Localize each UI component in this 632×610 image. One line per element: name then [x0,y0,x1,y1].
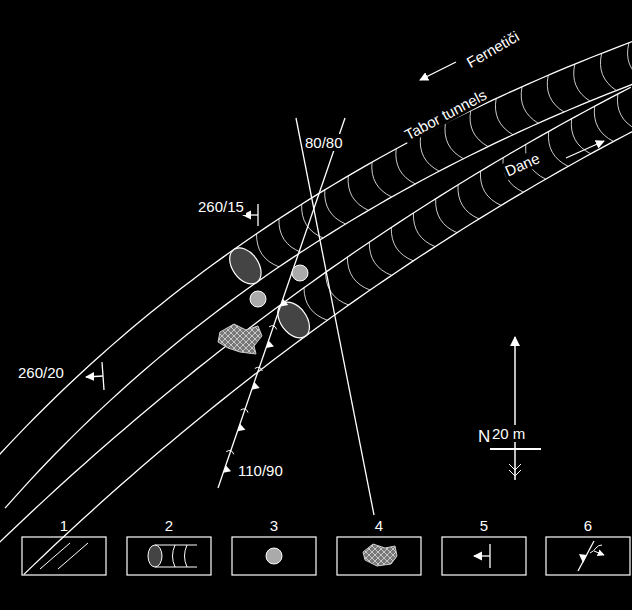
excavation-ring [548,131,568,166]
legend-number: 3 [259,517,289,534]
scale-label: 20 m [490,425,527,442]
legend-number: 4 [364,517,394,534]
thrust-tooth [252,382,260,390]
excavation-ring [445,123,463,159]
excavation-ring [413,213,435,247]
excavation-ring [396,149,415,184]
place-name: Dane [501,149,544,181]
dip-label: 260/20 [16,364,66,381]
excavation-ring [436,199,457,233]
place-name: Fernetiči [462,26,524,71]
legend-box [442,537,526,575]
excavation-ring [372,162,392,197]
tunnel-face [271,296,316,344]
excavation-ring [420,136,439,171]
legend-rock [363,544,397,566]
borehole [292,265,308,281]
thrust-tooth [237,424,245,432]
excavation-ring [257,234,280,267]
excavation-ring [574,64,590,101]
legend-number: 5 [469,517,499,534]
legend-face [148,545,162,567]
legend-box [232,537,316,575]
legend-box [546,537,630,575]
legend-box [127,537,211,575]
excavation-ring [480,171,501,205]
thrust-tooth [266,340,274,348]
legend-borehole [266,548,282,564]
thrust-tooth [223,465,231,473]
dip-label: 260/15 [196,198,246,215]
excavation-ring [325,190,346,224]
excavation-ring [594,106,613,141]
legend-fault [578,541,594,571]
excavation-ring [470,111,488,147]
thrust-tooth [280,299,288,307]
excavation-ring [458,185,479,219]
fault-line [218,118,345,488]
tunnel-wall [5,79,632,508]
slip-mark [226,450,234,454]
fault-line [296,118,374,515]
excavation-ring [369,242,391,275]
excavation-ring [521,87,538,124]
legend-number: 1 [49,517,79,534]
borehole [250,291,266,307]
excavation-ring [628,43,632,80]
tunnel-wall [0,87,631,545]
excavation-ring [495,98,513,134]
excavation-ring [279,219,301,252]
fault-orientation: 80/80 [303,134,345,151]
slip-mark [255,367,263,371]
excavation-ring [600,53,616,90]
direction-arrow [420,62,456,80]
excavation-ring [547,75,564,112]
north-arrow [514,337,516,480]
direction-arrow [566,141,604,158]
excavation-ring [302,204,323,238]
tunnel-wall [24,123,632,575]
north-feather [509,464,521,476]
legend-number: 2 [154,517,184,534]
excavation-ring [304,288,327,320]
slip-mark [241,409,249,413]
legend-box [22,537,106,575]
slip-mark [269,326,277,330]
legend-tunnel [40,543,88,569]
fault-orientation: 110/90 [236,462,285,479]
legend-number: 6 [573,517,603,534]
excavation-ring [391,227,413,260]
legend-dip [474,555,490,556]
legend-arrow [594,551,604,555]
excavation-ring [347,257,370,290]
legend-box [337,537,421,575]
tunnel-face [223,242,267,290]
excavation-ring [348,176,368,211]
excavation-ring [617,94,632,129]
dip-arrow [86,376,103,377]
rock-body [218,324,262,354]
scale-bar [490,448,541,450]
legend-thrust [579,554,587,563]
